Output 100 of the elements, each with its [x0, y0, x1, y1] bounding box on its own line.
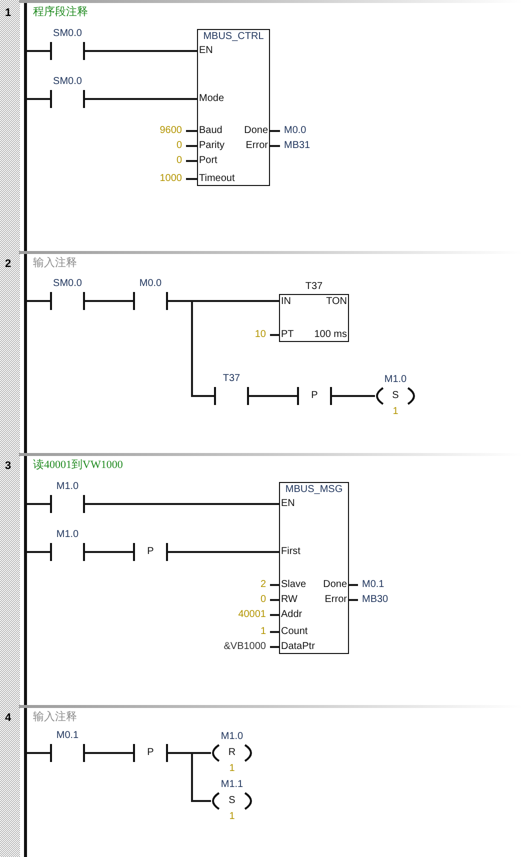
wire: [270, 599, 279, 601]
power-rail: [24, 3, 27, 251]
wire: [186, 160, 197, 162]
pin-label: Error: [246, 140, 268, 152]
output-address: MB31: [280, 140, 310, 152]
function-block: [197, 29, 270, 186]
wire: [85, 50, 197, 52]
wire: [349, 599, 358, 601]
pin-label: Addr: [281, 608, 302, 620]
coil-instruction: R: [228, 747, 236, 759]
pin-label: Parity: [199, 140, 225, 152]
wire: [27, 752, 50, 754]
wire: [27, 551, 50, 553]
wire: [27, 50, 50, 52]
wire: [270, 646, 279, 648]
timer-type: TON: [326, 296, 347, 308]
coil-instruction: S: [228, 795, 236, 807]
wire: [332, 395, 375, 397]
pin-label: Done: [244, 124, 268, 136]
contact-address: SM0.0: [53, 278, 82, 290]
wire: [186, 145, 197, 147]
pin-label: EN: [281, 498, 295, 510]
network-number: 2: [5, 258, 12, 270]
coil-address: M1.0: [220, 731, 244, 743]
pin-label: PT: [281, 328, 294, 340]
pin-label: Slave: [281, 578, 306, 590]
network-number: 4: [5, 712, 12, 724]
network-comment: 输入注释: [33, 257, 77, 269]
wire: [186, 130, 197, 132]
contact-address: M0.1: [56, 730, 79, 742]
pin-label: Baud: [199, 124, 222, 136]
pin-label: Count: [281, 626, 308, 638]
contact-address: SM0.0: [53, 76, 82, 88]
wire: [270, 584, 279, 586]
network-comment: 读40001到VW1000: [33, 459, 123, 471]
pin-label: Error: [324, 594, 347, 606]
parameter-value: 40001: [238, 609, 270, 621]
time-base: 100 ms: [314, 328, 347, 340]
transition-label: P: [147, 546, 154, 558]
pin-label: IN: [281, 296, 291, 308]
parameter-value: 0: [176, 140, 186, 152]
contact-address: T37: [222, 373, 240, 385]
contact-address: SM0.0: [53, 28, 82, 40]
pin-label: EN: [199, 44, 213, 56]
block-title: T37: [305, 281, 323, 293]
wire: [249, 395, 297, 397]
output-address: M0.1: [358, 579, 384, 591]
bit-count: 1: [229, 763, 235, 775]
wire: [27, 98, 50, 100]
wire: [85, 300, 133, 302]
wire: [27, 503, 50, 505]
parameter-value: 9600: [160, 125, 186, 137]
network-comment: 输入注释: [33, 711, 77, 723]
wire: [85, 98, 197, 100]
pin-label: Mode: [199, 92, 224, 104]
network-number: 1: [5, 7, 12, 19]
wire: [349, 584, 358, 586]
network-comment: 程序段注释: [33, 6, 88, 18]
network-number: 3: [5, 460, 12, 472]
pin-label: Done: [323, 578, 347, 590]
wire: [270, 130, 280, 132]
power-rail: [24, 708, 27, 857]
transition-label: P: [311, 390, 318, 402]
wire: [186, 178, 197, 180]
parameter-value: 1000: [160, 173, 186, 185]
pin-label: DataPtr: [281, 640, 315, 652]
pin-label: First: [281, 546, 300, 558]
parameter-value: 10: [254, 329, 270, 341]
parameter-value: &VB1000: [224, 641, 270, 653]
contact-address: M0.0: [139, 278, 162, 290]
wire: [168, 300, 214, 397]
wire: [270, 614, 279, 616]
output-address: MB30: [358, 594, 388, 606]
wire: [270, 145, 280, 147]
function-block: [279, 482, 349, 654]
contact-address: M1.0: [56, 529, 79, 541]
wire: [168, 752, 211, 802]
wire: [270, 631, 279, 633]
bit-count: 1: [392, 406, 398, 418]
block-title: MBUS_CTRL: [203, 30, 264, 42]
block-title: MBUS_MSG: [285, 484, 343, 496]
power-rail: [24, 456, 27, 705]
wire: [168, 551, 279, 553]
coil-instruction: S: [392, 390, 399, 402]
pin-label: Port: [199, 154, 218, 166]
coil-address: M1.1: [220, 779, 244, 791]
parameter-value: 1: [260, 626, 270, 638]
parameter-value: 2: [260, 579, 270, 591]
wire: [85, 551, 133, 553]
wire: [85, 503, 279, 505]
contact-address: M1.0: [56, 481, 79, 493]
transition-label: P: [147, 747, 154, 759]
pin-label: Timeout: [199, 172, 235, 184]
power-rail: [24, 254, 27, 453]
pin-label: RW: [281, 594, 298, 606]
output-address: M0.0: [280, 125, 306, 137]
wire: [27, 300, 50, 302]
parameter-value: 0: [260, 594, 270, 606]
bit-count: 1: [229, 811, 235, 823]
coil-address: M1.0: [384, 374, 407, 386]
